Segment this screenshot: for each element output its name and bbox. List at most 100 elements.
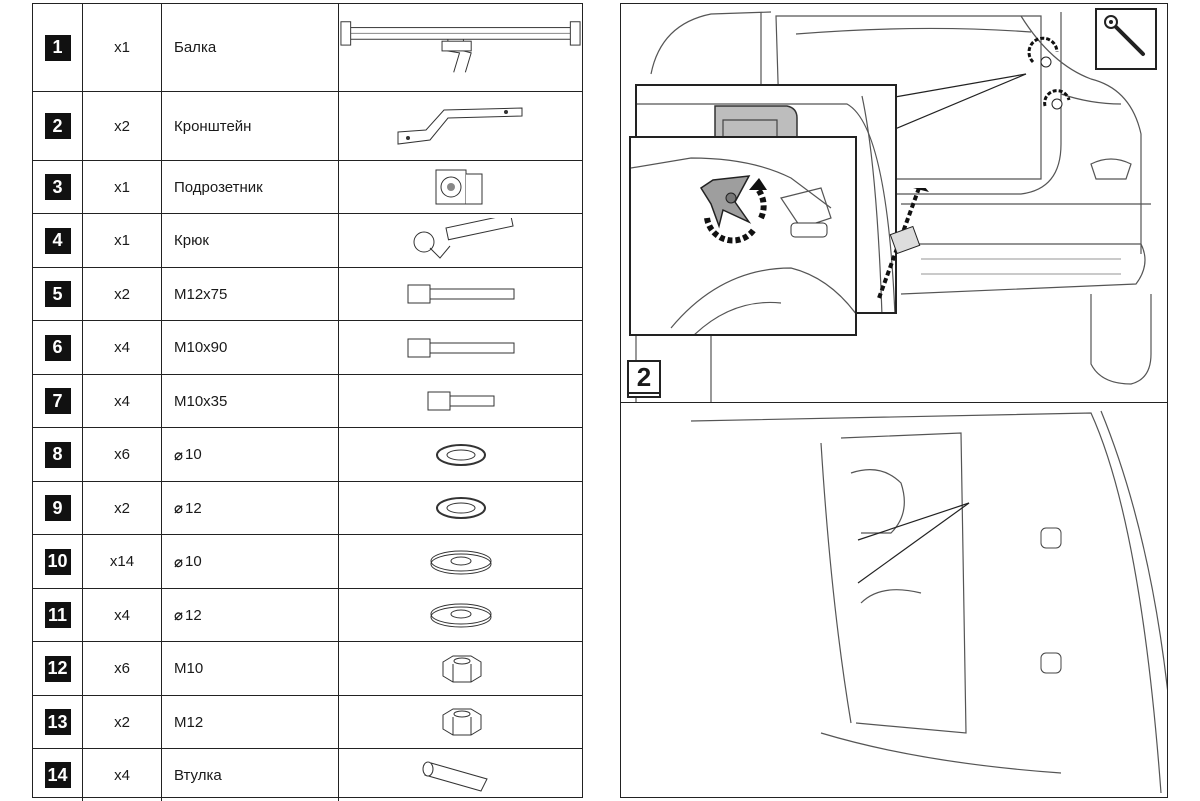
part-name: 10 [185, 446, 202, 463]
part-name: 12 [185, 606, 202, 624]
connector-double-arrow-icon [877, 188, 929, 299]
part-number: 4 [44, 227, 71, 254]
part-quantity: x1 [83, 4, 162, 91]
diameter-symbol: ⌀ [174, 446, 184, 464]
part-quantity: x2 [83, 268, 162, 320]
diameter-symbol: ⌀ [174, 553, 184, 571]
part-name-cell: M12x75 [162, 268, 339, 320]
table-row: 3 x1 Подрозетник [33, 161, 582, 214]
part-name: Балка [174, 39, 217, 56]
part-number-cell: 2 [33, 92, 83, 160]
part-name-cell: M10x90 [162, 321, 339, 374]
part-quantity: x2 [83, 92, 162, 160]
part-number-cell: 8 [33, 428, 83, 481]
spring-washer-icon [339, 428, 582, 481]
part-number: 2 [44, 113, 71, 139]
part-number-cell: 11 [33, 589, 83, 641]
table-row: 11 x4 ⌀12 [33, 589, 582, 642]
tow-hook-icon [339, 214, 582, 267]
part-number: 10 [44, 548, 71, 575]
flat-washer-icon [339, 535, 582, 588]
flat-washer-icon [339, 589, 582, 641]
part-quantity: x1 [83, 161, 162, 213]
part-number-cell: 6 [33, 321, 83, 374]
part-quantity: x2 [83, 482, 162, 534]
part-number-cell: 1 [33, 4, 83, 91]
step-2-panel [621, 403, 1167, 797]
table-row: 14 x4 Втулка [33, 749, 582, 801]
nut-icon [339, 642, 582, 695]
installation-steps: 1 [620, 3, 1168, 798]
part-number-cell: 4 [33, 214, 83, 267]
spring-washer-icon [339, 482, 582, 534]
spare-wheel-bolt-detail [631, 157, 855, 334]
table-row: 1 x1 Балка [33, 4, 582, 92]
part-name: M10x90 [174, 339, 228, 356]
part-number-cell: 9 [33, 482, 83, 534]
part-quantity: x4 [83, 749, 162, 801]
part-name-cell: ⌀12 [162, 482, 339, 534]
table-row: 9 x2 ⌀12 [33, 482, 582, 535]
part-number: 6 [44, 334, 71, 361]
nut-icon [339, 696, 582, 748]
part-number-cell: 7 [33, 375, 83, 427]
part-number: 13 [44, 709, 71, 735]
table-row: 5 x2 M12x75 [33, 268, 582, 321]
bolt-short-icon [339, 375, 582, 427]
table-row: 10 x14 ⌀10 [33, 535, 582, 589]
table-row: 8 x6 ⌀10 [33, 428, 582, 482]
part-name: 10 [185, 553, 202, 570]
table-row: 6 x4 M10x90 [33, 321, 582, 375]
part-number-cell: 3 [33, 161, 83, 213]
part-number-cell: 14 [33, 749, 83, 801]
bracket-icon [339, 92, 582, 160]
part-name: 12 [185, 499, 202, 517]
part-number: 12 [44, 655, 71, 682]
part-number: 3 [44, 174, 71, 200]
tool-wrench-icon [1095, 8, 1157, 70]
beam-icon [339, 4, 582, 91]
step-number: 2 [627, 360, 661, 394]
part-number: 8 [44, 441, 71, 468]
bushing-icon [339, 749, 582, 801]
table-row: 13 x2 M12 [33, 696, 582, 749]
part-name-cell: M10x35 [162, 375, 339, 427]
table-row: 2 x2 Кронштейн [33, 92, 582, 161]
part-name-cell: Кронштейн [162, 92, 339, 160]
part-name-cell: Балка [162, 4, 339, 91]
part-name-cell: ⌀10 [162, 428, 339, 481]
part-name-cell: ⌀12 [162, 589, 339, 641]
part-number: 9 [44, 495, 71, 521]
rotation-arrow-icon [1027, 36, 1071, 107]
part-quantity: x1 [83, 214, 162, 267]
part-name-cell: Крюк [162, 214, 339, 267]
part-quantity: x14 [83, 535, 162, 588]
part-name: Втулка [174, 766, 222, 784]
socket-plate-icon [339, 161, 582, 213]
part-number-cell: 12 [33, 642, 83, 695]
diameter-symbol: ⌀ [174, 607, 184, 624]
part-name: M10x35 [174, 392, 228, 410]
part-number: 5 [44, 281, 71, 307]
part-name: M12 [174, 713, 204, 731]
part-name-cell: M12 [162, 696, 339, 748]
part-number: 14 [44, 762, 71, 788]
part-name: M12x75 [174, 285, 228, 303]
table-row: 4 x1 Крюк [33, 214, 582, 268]
part-name: M10 [174, 660, 204, 677]
part-quantity: x2 [83, 696, 162, 748]
part-number: 11 [44, 602, 71, 628]
part-quantity: x4 [83, 321, 162, 374]
part-name: Кронштейн [174, 117, 252, 135]
diameter-symbol: ⌀ [174, 500, 184, 517]
part-quantity: x4 [83, 589, 162, 641]
part-number: 7 [44, 388, 71, 414]
bolt-long-icon [339, 268, 582, 320]
part-name-cell: Подрозетник [162, 161, 339, 213]
wing-nut-icon [699, 175, 752, 229]
part-number-cell: 5 [33, 268, 83, 320]
part-name-cell: ⌀10 [162, 535, 339, 588]
table-row: 7 x4 M10x35 [33, 375, 582, 428]
table-row: 12 x6 M10 [33, 642, 582, 696]
part-quantity: x4 [83, 375, 162, 427]
